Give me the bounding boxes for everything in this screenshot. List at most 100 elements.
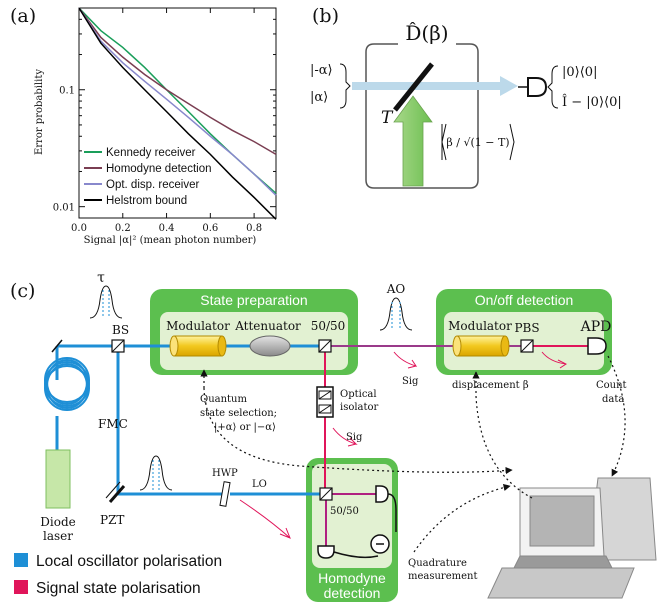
ao-label: AO: [386, 282, 406, 296]
homodyne-detector-1: [375, 485, 389, 503]
series-line: [78, 7, 277, 156]
ket-minus-alpha: |-α⟩: [310, 63, 333, 78]
pbs-label: PBS: [514, 321, 539, 335]
fibre-coil: [44, 357, 90, 411]
lo-arrow: [239, 499, 291, 539]
legend-lo-swatch: [14, 553, 28, 567]
y-axis-label: Error probability: [34, 69, 45, 155]
legend-sig-label: Signal state polarisation: [36, 580, 201, 597]
plot-frame: [78, 7, 277, 219]
legend-label: Opt. disp. receiver: [106, 179, 199, 191]
attenuator-label: Attenuator: [234, 319, 301, 333]
homodyne-wire-2: [333, 551, 379, 559]
homodyne-detector-2: [317, 545, 335, 559]
modulator-1: [169, 335, 227, 357]
x-tick-label: 0.0: [71, 223, 87, 234]
modulator-2: [452, 335, 510, 357]
pulse-lo: [139, 455, 173, 491]
isolator-label-1: Optical: [340, 389, 377, 400]
diode-label-1: Diode: [40, 515, 75, 529]
legend-label: Helstrom bound: [106, 195, 187, 207]
displacement-label: displacement β: [452, 380, 529, 391]
beta-ket-right: [509, 123, 515, 161]
legend-label: Kennedy receiver: [106, 147, 196, 159]
signal-beam: [352, 82, 502, 90]
outcome-zero: |0⟩⟨0|: [562, 65, 597, 80]
beta-ket: β / √(1 − T): [446, 136, 509, 149]
data-links: [200, 355, 626, 553]
splitter-50-50-2: [319, 487, 333, 501]
hwp: [219, 481, 231, 507]
lo-label: LO: [252, 479, 267, 490]
computer-icon: [487, 477, 657, 599]
beam-splitter: [393, 62, 434, 112]
pzt-mirror: [105, 481, 126, 503]
sig-label-2: Sig: [346, 432, 363, 443]
split-1-label: 50/50: [311, 319, 346, 333]
series-line: [78, 7, 277, 196]
pzt-label: PZT: [100, 513, 124, 527]
quadrature-label-1: Quadrature: [408, 558, 467, 569]
qss-label-3: |+α⟩ or |−α⟩: [214, 422, 276, 433]
onoff-detection-title: On/off detection: [475, 292, 574, 308]
x-tick-label: 0.4: [159, 223, 175, 234]
diode-laser: [45, 449, 71, 509]
signal-beam-arrowhead: [500, 76, 518, 96]
isolator-label-2: isolator: [340, 402, 379, 413]
input-brace: [339, 63, 351, 109]
qss-label-2: state selection;: [200, 408, 277, 419]
sig-arrow-1: [393, 351, 418, 369]
tau-label: τ: [97, 270, 105, 286]
optical-isolator: [316, 386, 334, 418]
diode-label-2: laser: [43, 529, 73, 543]
sig-arrow-2: [332, 427, 358, 447]
splitter-50-50-1: [318, 339, 332, 353]
panel-label-c: (c): [10, 280, 35, 302]
signal-beams: [324, 345, 588, 546]
detector-icon: [527, 77, 548, 97]
sig-label-1: Sig: [402, 376, 419, 387]
legend-sig-swatch: [14, 580, 28, 594]
ket-plus-alpha: |α⟩: [310, 90, 328, 105]
homodyne-title-2: detection: [324, 585, 381, 601]
panel-label-b: (b): [312, 5, 339, 27]
count-data-label-1: Count: [596, 380, 627, 391]
modulator-2-label: Modulator: [448, 319, 512, 333]
x-axis-label: Signal |α|² (mean photon number): [84, 235, 257, 246]
modulator-1-label: Modulator: [166, 319, 230, 333]
panel-label-a: (a): [10, 5, 36, 27]
displacement-operator: D̂(β): [405, 21, 448, 45]
state-preparation-title: State preparation: [200, 292, 307, 308]
displacement-box: [365, 43, 479, 189]
x-tick-label: 0.6: [202, 223, 218, 234]
x-tick-label: 0.8: [246, 223, 262, 234]
beam-splitter-bs: [111, 339, 125, 353]
hwp-label: HWP: [212, 468, 238, 479]
legend-lo-label: Local oscillator polarisation: [36, 553, 222, 570]
split-2-label: 50/50: [330, 506, 359, 517]
homodyne-wire-1: [387, 493, 397, 532]
y-tick-label: 0.01: [53, 203, 75, 214]
pulse-tau: [89, 285, 123, 319]
transmissivity-label: T: [381, 108, 394, 128]
legend-label: Homodyne detection: [106, 163, 211, 175]
apd-label: APD: [580, 319, 612, 335]
apd-detector: [587, 337, 607, 355]
attenuator: [249, 335, 291, 357]
count-data-label-2: data: [602, 394, 624, 405]
pbs-reflect: [541, 351, 567, 369]
quadrature-label-2: measurement: [408, 571, 478, 582]
local-oscillator-arrow: [393, 95, 433, 187]
mirror-top-left: [51, 339, 63, 353]
homodyne-title-1: Homodyne: [318, 570, 386, 586]
beta-ket-left: [441, 123, 447, 161]
series-line: [78, 7, 277, 220]
y-tick-label: 0.1: [59, 86, 75, 97]
pbs: [520, 339, 534, 353]
outcome-brace: [547, 65, 559, 109]
bs-label: BS: [112, 323, 129, 337]
pulse-ao: [379, 297, 413, 331]
